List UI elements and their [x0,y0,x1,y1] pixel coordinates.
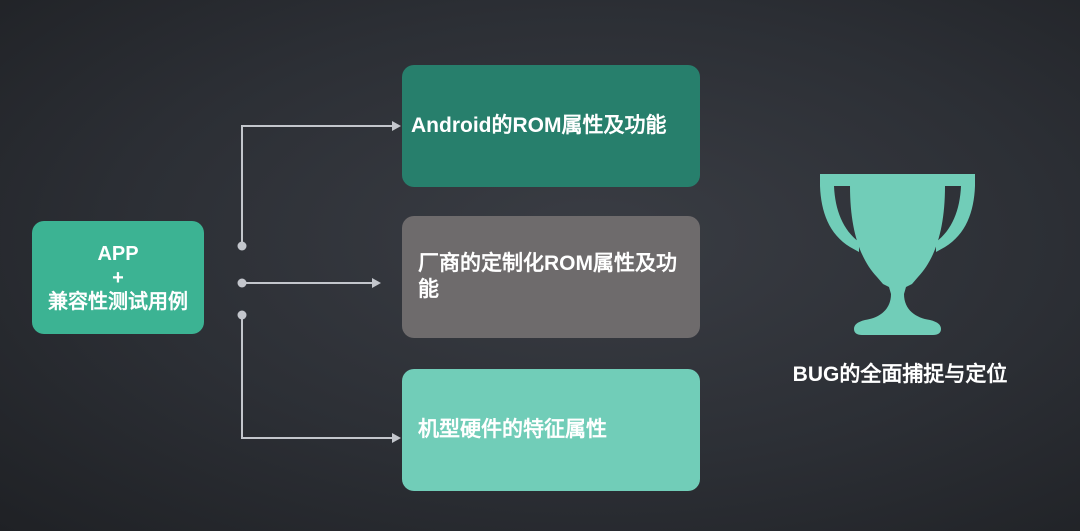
hardware-features-label: 机型硬件的特征属性 [418,418,607,441]
vendor-rom-label: 厂商的定制化ROM属性及功能 [418,252,677,301]
plus-label: + [112,266,124,289]
app-test-case-box: APP + 兼容性测试用例 [32,221,204,334]
app-label: APP [97,242,139,265]
android-rom-box: Android的ROM属性及功能 [402,65,700,187]
test-case-label: 兼容性测试用例 [48,290,188,313]
result-caption: BUG的全面捕捉与定位 [792,363,1008,386]
vendor-rom-box: 厂商的定制化ROM属性及功能 [402,216,700,338]
hardware-features-box: 机型硬件的特征属性 [402,369,700,491]
android-rom-label: Android的ROM属性及功能 [411,114,667,137]
trophy-icon [820,174,975,335]
